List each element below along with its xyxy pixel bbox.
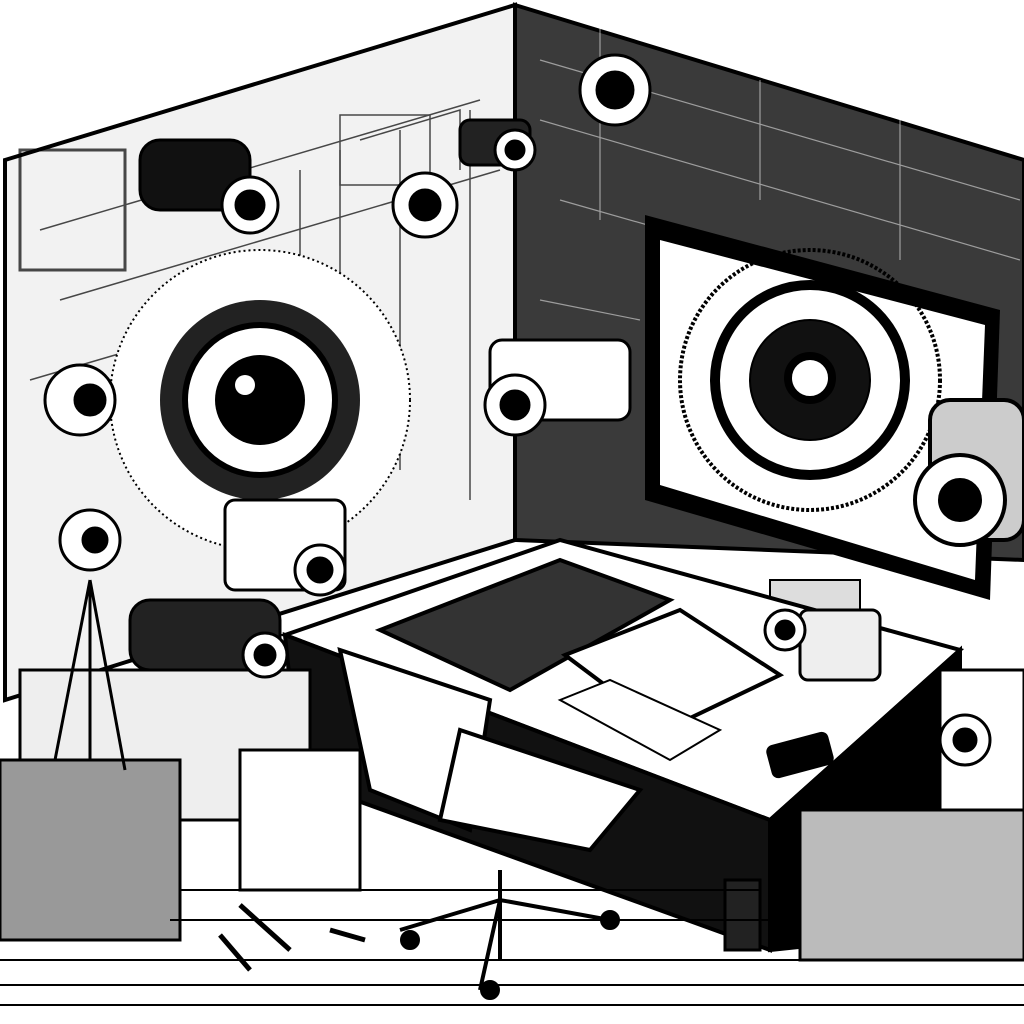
camera-icon: [128, 598, 289, 679]
camera-icon: [138, 138, 280, 235]
camera-icon: [43, 363, 117, 437]
tripod-camera: [53, 508, 127, 771]
camera-icon: [391, 171, 459, 239]
camera-icon: [763, 608, 882, 682]
keyboard: [557, 678, 723, 762]
phone: [766, 731, 834, 779]
camera-icon: [578, 53, 652, 127]
monitor-eye: [678, 248, 942, 512]
cup: [723, 878, 762, 952]
drawing-tablet: [374, 557, 675, 693]
equipment-crates-left: [0, 498, 362, 942]
floor: [0, 889, 1024, 1006]
large-camera-lens: [913, 398, 1024, 547]
camera-icon: [223, 498, 347, 597]
wall-cameras: [43, 53, 652, 437]
wall-lens-eye: [109, 249, 411, 551]
camera-icon: [938, 713, 992, 767]
camera-icon: [483, 338, 632, 437]
camera-icon: [458, 118, 537, 172]
